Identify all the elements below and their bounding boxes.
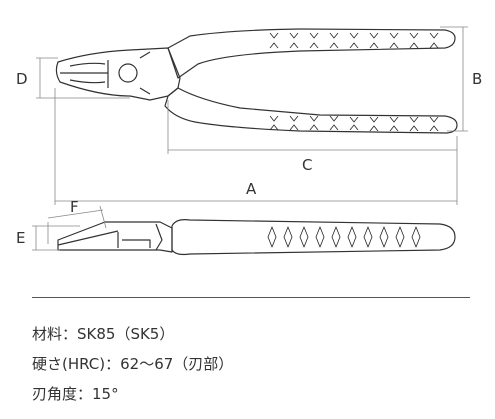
side-grip-diamonds xyxy=(267,226,421,248)
jaw-head xyxy=(55,47,181,101)
dimension-label-b: B xyxy=(472,70,482,88)
spec-hardness: 硬さ(HRC)：62〜67（刃部） xyxy=(32,355,234,373)
jaw-inner-line xyxy=(69,62,106,67)
jaw-inner-line-lower xyxy=(69,79,106,84)
spec-list: 材料：SK85（SK5） 硬さ(HRC)：62〜67（刃部） 刃角度：15° xyxy=(32,319,472,409)
dimension-label-e: E xyxy=(16,229,25,247)
side-handle xyxy=(171,219,456,256)
dimension-lines-top xyxy=(36,26,468,205)
dimension-label-c: C xyxy=(302,156,312,174)
pivot-circle xyxy=(118,63,138,83)
joint-detail xyxy=(139,51,151,95)
pliers-top-view xyxy=(55,28,458,134)
dimension-lines-side xyxy=(32,205,107,251)
spec-blade-angle: 刃角度：15° xyxy=(32,385,119,403)
dimension-label-f: F xyxy=(70,198,79,216)
lower-grip-ribs xyxy=(269,115,439,132)
pliers-side-view xyxy=(57,219,456,256)
dimension-label-a: A xyxy=(246,180,257,198)
lower-handle-grip xyxy=(164,87,458,134)
pliers-technical-drawing: D B C A E F xyxy=(16,26,482,256)
side-head xyxy=(57,221,173,253)
upper-handle-grip xyxy=(167,28,456,79)
dimension-label-d: D xyxy=(16,70,28,88)
section-divider xyxy=(32,297,470,298)
spec-material: 材料：SK85（SK5） xyxy=(32,325,175,343)
upper-grip-ribs xyxy=(269,32,439,49)
